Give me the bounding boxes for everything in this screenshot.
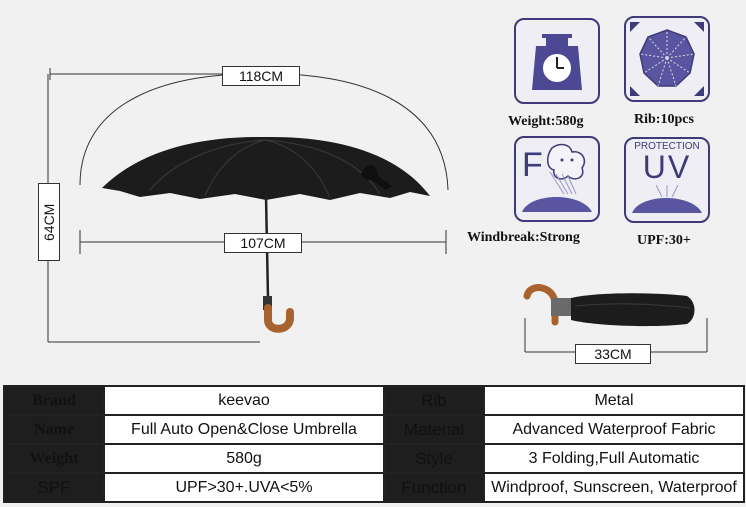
spec-table: Brand keevao Rib Metal Name Full Auto Op… <box>3 385 745 503</box>
table-row: Weight 580g Style 3 Folding,Full Automat… <box>3 443 745 474</box>
windbreak-label: Windbreak:Strong <box>467 230 580 245</box>
folded-length-label: 33CM <box>575 344 651 364</box>
svg-text:F: F <box>522 146 543 184</box>
function-value: Windproof, Sunscreen, Waterproof <box>483 472 745 503</box>
spf-label: SPF <box>3 472 105 503</box>
material-value: Advanced Waterproof Fabric <box>483 414 745 445</box>
open-umbrella-illustration <box>102 136 430 333</box>
arc-width-label: 118CM <box>222 66 300 86</box>
uv-badge-top: PROTECTION <box>634 141 700 152</box>
rib-spec-label: Rib <box>383 385 485 416</box>
umbrella-dimension-diagram <box>47 68 449 343</box>
rib-spec-value: Metal <box>483 385 745 416</box>
weight-spec-value: 580g <box>103 443 385 474</box>
brand-label: Brand <box>3 385 105 416</box>
uv-protection-icon: PROTECTION UV <box>624 137 710 223</box>
name-label: Name <box>3 414 105 445</box>
canopy-width-label: 107CM <box>224 233 302 253</box>
weight-label: Weight:580g <box>508 114 584 129</box>
uv-badge-main: UV <box>642 149 692 185</box>
material-label: Material <box>383 414 485 445</box>
spf-value: UPF>30+.UVA<5% <box>103 472 385 503</box>
weight-spec-label: Weight <box>3 443 105 474</box>
rib-label: Rib:10pcs <box>634 112 694 127</box>
brand-value: keevao <box>103 385 385 416</box>
upf-label: UPF:30+ <box>637 233 691 248</box>
windbreak-icon: F <box>514 136 600 222</box>
name-value: Full Auto Open&Close Umbrella <box>103 414 385 445</box>
function-label: Function <box>383 472 485 503</box>
style-value: 3 Folding,Full Automatic <box>483 443 745 474</box>
rib-umbrella-icon <box>624 16 710 102</box>
style-label: Style <box>383 443 485 474</box>
height-label: 64CM <box>38 183 60 261</box>
table-row: Brand keevao Rib Metal <box>3 385 745 416</box>
weight-scale-icon <box>514 18 600 104</box>
table-row: SPF UPF>30+.UVA<5% Function Windproof, S… <box>3 472 745 503</box>
table-row: Name Full Auto Open&Close Umbrella Mater… <box>3 414 745 445</box>
